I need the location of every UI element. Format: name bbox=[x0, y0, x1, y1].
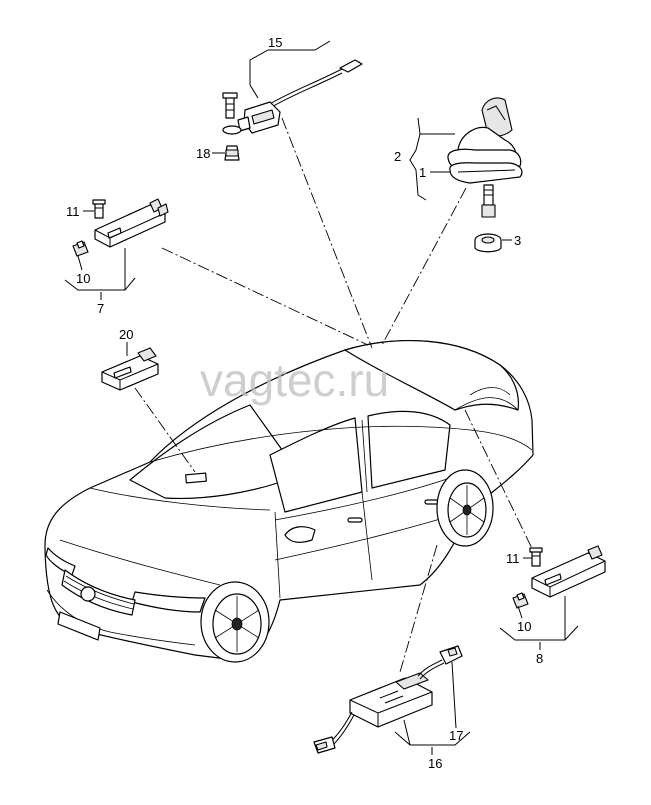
callout-11-right: 11 bbox=[506, 551, 520, 566]
car-illustration bbox=[44, 339, 534, 663]
callout-3: 3 bbox=[514, 233, 521, 248]
leader-lines bbox=[134, 117, 541, 673]
part-16-module-with-cable bbox=[313, 645, 463, 754]
callout-1: 1 bbox=[419, 165, 426, 180]
callout-7: 7 bbox=[97, 301, 104, 316]
callout-20: 20 bbox=[119, 327, 133, 342]
callout-16: 16 bbox=[428, 756, 442, 771]
callout-17: 17 bbox=[449, 728, 463, 743]
watermark-text: vagtec.ru bbox=[200, 354, 389, 406]
part-2-roof-antenna bbox=[447, 97, 523, 253]
callout-15: 15 bbox=[268, 35, 282, 50]
callout-18: 18 bbox=[196, 146, 210, 161]
callout-2: 2 bbox=[394, 149, 401, 164]
callout-leaders bbox=[64, 40, 579, 755]
callout-10-right: 10 bbox=[517, 619, 531, 634]
part-7-antenna-amplifier-left bbox=[72, 198, 169, 257]
part-8-antenna-amplifier-right bbox=[512, 545, 606, 609]
part-20-control-unit bbox=[101, 347, 159, 391]
part-15-antenna-cable bbox=[222, 59, 363, 161]
callout-numbers: 15 18 2 1 3 11 10 7 20 11 10 8 17 16 bbox=[66, 35, 543, 771]
callout-11-left: 11 bbox=[66, 204, 80, 219]
callout-8: 8 bbox=[536, 651, 543, 666]
callout-10-left: 10 bbox=[76, 271, 90, 286]
